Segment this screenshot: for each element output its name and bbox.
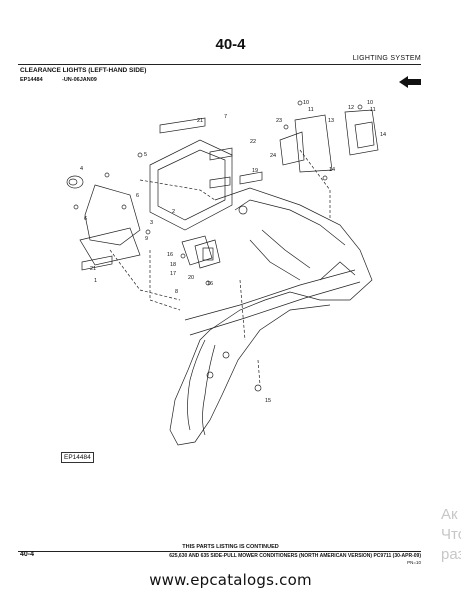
continued-notice: THIS PARTS LISTING IS CONTINUED — [182, 544, 279, 550]
watermark-line: раз — [441, 546, 461, 563]
site-url[interactable]: www.epcatalogs.com — [149, 571, 312, 589]
callout-2: 2 — [172, 209, 175, 215]
callout-6a: 6 — [136, 193, 139, 199]
reflector-decal-5 — [81, 255, 113, 271]
callout-20: 20 — [188, 275, 194, 281]
frame-brace-2 — [261, 229, 311, 269]
document-title: CLEARANCE LIGHTS (LEFT-HAND SIDE) — [20, 67, 147, 74]
callout-21a: 21 — [197, 118, 203, 124]
callout-13: 13 — [328, 118, 334, 124]
callout-3: 3 — [150, 220, 153, 226]
callout-4: 4 — [80, 166, 83, 172]
callout-15: 15 — [265, 398, 271, 404]
callout-17: 17 — [170, 271, 176, 277]
bolt-9 — [322, 175, 328, 181]
leader-line — [139, 179, 216, 201]
callout-10a: 10 — [303, 100, 309, 106]
mount-bracket — [84, 184, 141, 246]
callout-10b: 10 — [367, 100, 373, 106]
section-title: LIGHTING SYSTEM — [352, 55, 421, 62]
mount-bracket-arm — [79, 227, 141, 266]
leader-line-6 — [149, 250, 181, 311]
bolt — [137, 152, 143, 158]
callout-11b: 11 — [370, 107, 376, 113]
footer-rule — [18, 551, 421, 552]
callout-21b: 21 — [90, 266, 96, 272]
callout-18: 18 — [170, 262, 176, 268]
reflector-decal — [159, 117, 206, 134]
leader-line-3 — [239, 279, 246, 341]
lamp-lens — [68, 178, 78, 186]
footer-caption: 625,630 AND 635 SIDE-PULL MOWER CONDITIO… — [169, 553, 421, 559]
bolt-3 — [73, 204, 79, 210]
callout-24: 24 — [270, 153, 276, 159]
page-number-bottom: 40-4 — [20, 551, 35, 558]
light-module-2 — [194, 239, 221, 269]
frame-tube — [234, 199, 346, 246]
light-module-lens — [202, 247, 214, 261]
side-bracket-face — [354, 121, 375, 149]
callout-23: 23 — [276, 118, 282, 124]
callout-19: 19 — [252, 168, 258, 174]
callout-14a: 14 — [329, 167, 335, 173]
callout-22: 22 — [250, 139, 256, 145]
bolt-4 — [121, 204, 127, 210]
frame-hole-2 — [222, 351, 230, 359]
callout-1: 1 — [94, 278, 97, 284]
frame-hole-3 — [206, 371, 214, 379]
frame-brace — [249, 239, 301, 281]
bolt-12 — [205, 280, 211, 286]
lamp-body — [66, 175, 84, 189]
watermark-line: Ак — [441, 506, 458, 523]
side-bracket — [344, 109, 379, 156]
callout-8: 8 — [175, 289, 178, 295]
frame-hole — [238, 205, 248, 215]
frame-outline — [169, 187, 373, 446]
bolt-11 — [180, 253, 186, 259]
bracket-plate-face — [157, 149, 226, 221]
light-module — [181, 235, 213, 266]
bolt-8 — [357, 104, 363, 110]
callout-6b: 6 — [84, 216, 87, 222]
leader-line-5 — [299, 149, 331, 220]
callout-11a: 11 — [308, 107, 314, 113]
reflector-decal-3 — [209, 176, 231, 189]
leader-line-4 — [257, 359, 261, 386]
callout-16a: 16 — [167, 252, 173, 258]
reference-date: -UN-06JAN09 — [62, 77, 97, 83]
reference-code: EP14484 — [20, 77, 43, 83]
bolt-10 — [254, 384, 262, 392]
bolt-5 — [145, 229, 151, 235]
upper-bracket-face — [279, 131, 305, 166]
arrow-left-icon — [399, 76, 421, 88]
frame-arm-lower — [189, 281, 361, 336]
bracket-plate — [149, 139, 233, 231]
frame-gusset — [319, 261, 356, 281]
page-number-top: 40-4 — [215, 36, 246, 53]
watermark-text: Ак Что раз — [441, 505, 461, 565]
callout-12: 12 — [348, 105, 354, 111]
callout-5: 5 — [144, 152, 147, 158]
bolt-6 — [297, 100, 303, 106]
header-rule — [18, 64, 421, 65]
frame-hitch — [187, 339, 206, 431]
upper-bracket — [294, 114, 333, 173]
figure-tag: EP14484 — [61, 452, 94, 463]
frame-hitch-inner — [202, 344, 216, 436]
bolt-7 — [283, 124, 289, 130]
bolt-2 — [104, 172, 110, 178]
callout-7: 7 — [224, 114, 227, 120]
callout-9: 9 — [145, 236, 148, 242]
watermark-line: Что — [441, 526, 461, 543]
reflector-decal-2 — [209, 147, 233, 161]
callout-14b: 14 — [380, 132, 386, 138]
frame-arm — [184, 269, 356, 321]
reflector-decal-4 — [239, 171, 263, 185]
footer-sub: PN=10 — [407, 560, 421, 565]
leader-line-2 — [109, 249, 181, 301]
callout-16b: 16 — [207, 281, 213, 287]
